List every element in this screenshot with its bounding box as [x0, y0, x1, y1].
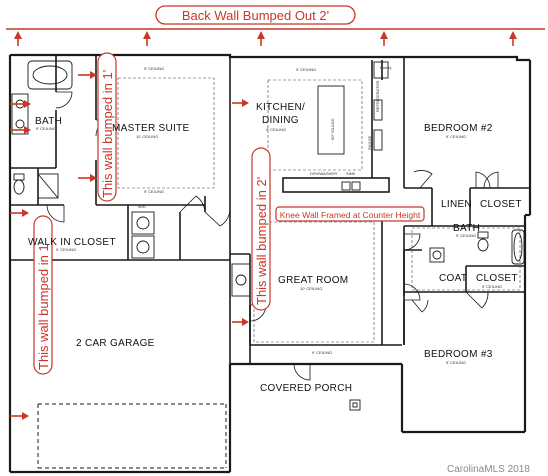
arrow-right-icon: [22, 412, 29, 420]
knee-wall-box: [275, 206, 425, 222]
wall-1ft-lower-label: This wall bumped in 1': [36, 242, 51, 370]
arrow-right-icon: [22, 209, 29, 217]
arrow-right-icon: [24, 100, 31, 108]
room-label-bedroom-2: BEDROOM #2: [424, 123, 493, 134]
room-label-closet-upper: CLOSET: [480, 199, 522, 210]
room-labels: BATH 9' CEILING MASTER SUITE 10' CEILING…: [28, 66, 522, 394]
room-label-coat: COAT: [439, 273, 467, 284]
room-label-closet-lower: CLOSET: [476, 273, 518, 284]
room-label-great-room: GREAT ROOM: [278, 275, 348, 286]
arrow-up-icon: [257, 31, 265, 39]
arrow-right-icon: [90, 71, 97, 79]
exterior-walls: [8, 53, 532, 474]
arrow-right-icon: [24, 126, 31, 134]
room-label-bedroom-3: BEDROOM #3: [424, 349, 493, 360]
ceiling-master-bottom: 9' CEILING: [144, 189, 164, 194]
wall-1ft-upper-box: [97, 52, 117, 202]
wall-2ft-box: [251, 147, 271, 311]
room-label-bath-left: BATH: [35, 116, 62, 127]
ceiling-walk-in-closet: 9' CEILING: [56, 247, 76, 252]
label-range: RANGE: [367, 135, 372, 150]
knee-wall-label: Knee Wall Framed at Counter Height: [280, 210, 421, 220]
label-pantry: Pantry: [380, 65, 392, 70]
ceiling-kitchen: 9' CEILING: [266, 127, 286, 132]
back-wall-annotation: Back Wall Bumped Out 2': [6, 5, 545, 46]
label-washer-dryer: W/D: [138, 204, 146, 209]
room-label-walk-in-closet: WALK IN CLOSET: [28, 237, 116, 248]
ceiling-bath-left: 9' CEILING: [36, 126, 56, 131]
arrow-right-icon: [90, 174, 97, 182]
fixtures: [11, 60, 525, 411]
ceiling-master-suite: 10' CEILING: [136, 134, 158, 139]
back-wall-label-box: [155, 5, 356, 25]
room-label-kitchen: KITCHEN/: [256, 102, 305, 113]
label-sink: SINK: [346, 171, 356, 176]
wall-annotations: This wall bumped in 1' This wall bumped …: [10, 52, 425, 420]
ceiling-bath-right: 9' CEILING: [456, 233, 476, 238]
room-label-linen: LINEN: [441, 199, 472, 210]
wall-2ft-label: This wall bumped in 2': [254, 177, 269, 305]
fixture-labels: Pantry REFRIGERATOR RANGE DISHWASHER SIN…: [138, 65, 392, 209]
ceiling-bedroom-3: 9' CEILING: [446, 360, 466, 365]
wall-1ft-upper-label: This wall bumped in 1': [100, 70, 115, 198]
label-dishwasher: DISHWASHER: [310, 171, 337, 176]
room-label-bath-right: BATH: [453, 223, 480, 234]
ceiling-bedroom-2: 9' CEILING: [446, 134, 466, 139]
arrow-right-icon: [242, 99, 249, 107]
arrow-up-icon: [509, 31, 517, 39]
room-label-master-suite: MASTER SUITE: [112, 123, 190, 134]
ceiling-closet-lower: 9' CEILING: [482, 284, 502, 289]
arrow-up-icon: [143, 31, 151, 39]
arrow-up-icon: [14, 31, 22, 39]
ceiling-great-room-bottom: 9' CEILING: [312, 350, 332, 355]
arrow-up-icon: [380, 31, 388, 39]
interior-walls: [10, 56, 530, 469]
back-wall-label: Back Wall Bumped Out 2': [182, 8, 329, 23]
watermark: CarolinaMLS 2018: [447, 464, 530, 475]
room-label-garage: 2 CAR GARAGE: [76, 338, 155, 349]
wall-1ft-lower-box: [33, 215, 53, 375]
room-label-covered-porch: COVERED PORCH: [260, 383, 352, 394]
ceiling-great-room: 10' CEILING: [300, 286, 322, 291]
room-label-dining: DINING: [262, 115, 299, 126]
island-label: 60" ISLAND: [330, 118, 335, 140]
ceiling-kitchen-top: 9' CEILING: [296, 67, 316, 72]
label-refrigerator: REFRIGERATOR: [375, 80, 380, 112]
arrow-right-icon: [242, 318, 249, 326]
ceiling-master-top: 9' CEILING: [144, 66, 164, 71]
